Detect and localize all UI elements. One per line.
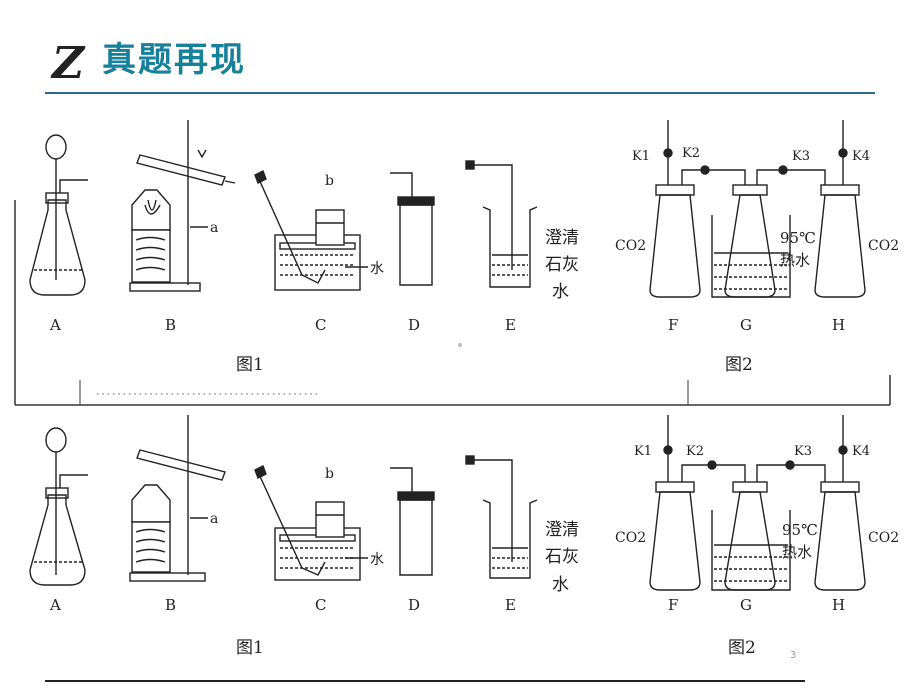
figure-panel-upper: …………………………………… A a B (0, 105, 920, 410)
svg-text:G: G (740, 596, 752, 614)
svg-text:K3: K3 (794, 444, 812, 459)
svg-text:图1: 图1 (236, 638, 264, 658)
svg-text:CO2: CO2 (868, 238, 899, 254)
label-F: F (668, 316, 678, 334)
svg-text:a: a (210, 511, 218, 527)
svg-text:澄清: 澄清 (545, 228, 579, 248)
svg-text:K1: K1 (632, 149, 650, 164)
svg-text:CO2: CO2 (615, 238, 646, 254)
svg-text:K4: K4 (852, 444, 870, 459)
svg-text:H: H (832, 596, 845, 614)
z-logo-icon: Z (50, 40, 86, 82)
apparatus-b-2 (129, 415, 226, 582)
svg-text:石灰: 石灰 (545, 255, 579, 275)
figure2-caption: 图2 (725, 355, 753, 375)
slide-number: 3 (790, 650, 797, 661)
svg-text:95℃: 95℃ (782, 521, 818, 539)
header-divider (45, 92, 875, 94)
apparatus-a (29, 134, 88, 296)
slide-header: Z 真题再现 (0, 0, 920, 100)
apparatus-d (390, 172, 435, 286)
apparatus-fgh (649, 120, 866, 298)
apparatus-e (465, 160, 538, 288)
svg-text:E: E (505, 596, 516, 614)
svg-text:F: F (668, 596, 678, 614)
svg-text:……………………………………: …………………………………… (95, 380, 319, 399)
svg-text:图2: 图2 (728, 638, 756, 658)
apparatus-d-2 (390, 467, 435, 576)
svg-text:D: D (408, 596, 420, 614)
figure-panel-lower: A a B b 水 C (0, 410, 920, 685)
svg-text:澄清: 澄清 (545, 520, 579, 540)
svg-text:K4: K4 (852, 149, 870, 164)
apparatus-e-2 (465, 455, 538, 579)
label-H: H (832, 316, 845, 334)
svg-text:水: 水 (552, 575, 569, 595)
apparatus-c (254, 170, 368, 291)
apparatus-c-2 (254, 465, 368, 581)
label-A: A (49, 316, 61, 334)
apparatus-a-2 (29, 427, 88, 586)
label-G: G (740, 316, 752, 334)
svg-text:水: 水 (370, 552, 384, 568)
svg-text:b: b (325, 173, 334, 189)
label-C: C (315, 316, 326, 334)
label-D: D (408, 316, 420, 334)
svg-text:热水: 热水 (780, 251, 810, 269)
svg-text:CO2: CO2 (615, 530, 646, 546)
svg-text:b: b (325, 466, 334, 482)
svg-text:95℃: 95℃ (780, 229, 816, 247)
svg-text:石灰: 石灰 (545, 547, 579, 567)
label-B: B (165, 316, 176, 334)
svg-text:水: 水 (370, 261, 384, 277)
svg-text:Z: Z (50, 40, 86, 82)
svg-text:C: C (315, 596, 326, 614)
svg-text:CO2: CO2 (868, 530, 899, 546)
svg-text:热水: 热水 (782, 543, 812, 561)
svg-text:K1: K1 (634, 444, 652, 459)
svg-text:K3: K3 (792, 149, 810, 164)
svg-text:K2: K2 (686, 444, 704, 459)
svg-text:K2: K2 (682, 146, 700, 161)
apparatus-b (129, 120, 236, 292)
apparatus-fgh-2 (649, 415, 866, 591)
label-E: E (505, 316, 516, 334)
footer-divider (45, 680, 805, 682)
svg-text:a: a (210, 220, 218, 236)
svg-text:A: A (49, 596, 61, 614)
figure1-caption: 图1 (236, 355, 264, 375)
svg-text:B: B (165, 596, 176, 614)
svg-text:水: 水 (552, 282, 569, 302)
page-title: 真题再现 (102, 40, 246, 80)
